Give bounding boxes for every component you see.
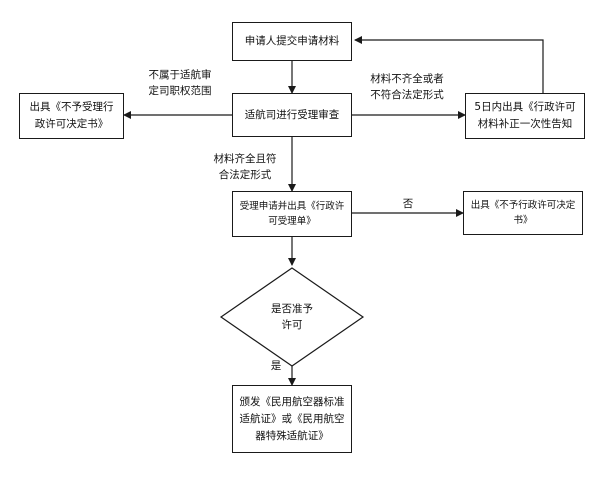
edge-supplement-to-submit [354,36,544,93]
node-supplement: 5日内出具《行政许可 材料补正一次性告知 [465,93,585,139]
edge-label-out-of-scope: 不属于适航审 定司职权范围 [148,69,212,97]
edge-label-yes: 是 [270,360,282,372]
node-deny: 出具《不予行政许可决定 书》 [463,191,583,235]
node-decision-label: 是否准予 许可 [271,303,313,331]
node-review: 适航司进行受理审查 [232,93,352,137]
node-reject-scope: 出具《不予受理行 政许可决定书》 [19,93,124,139]
edge-label-complete: 材料齐全且符 合法定形式 [213,153,277,181]
node-issue: 颁发《民用航空器标准 适航证》或《民用航空 器特殊适航证》 [232,385,352,453]
node-accept: 受理申请并出具《行政许 可受理单》 [232,191,352,237]
edge-label-no: 否 [402,198,414,210]
edge-label-incomplete: 材料不齐全或者 不符合法定形式 [370,73,444,101]
node-submit: 申请人提交申请材料 [232,22,352,61]
